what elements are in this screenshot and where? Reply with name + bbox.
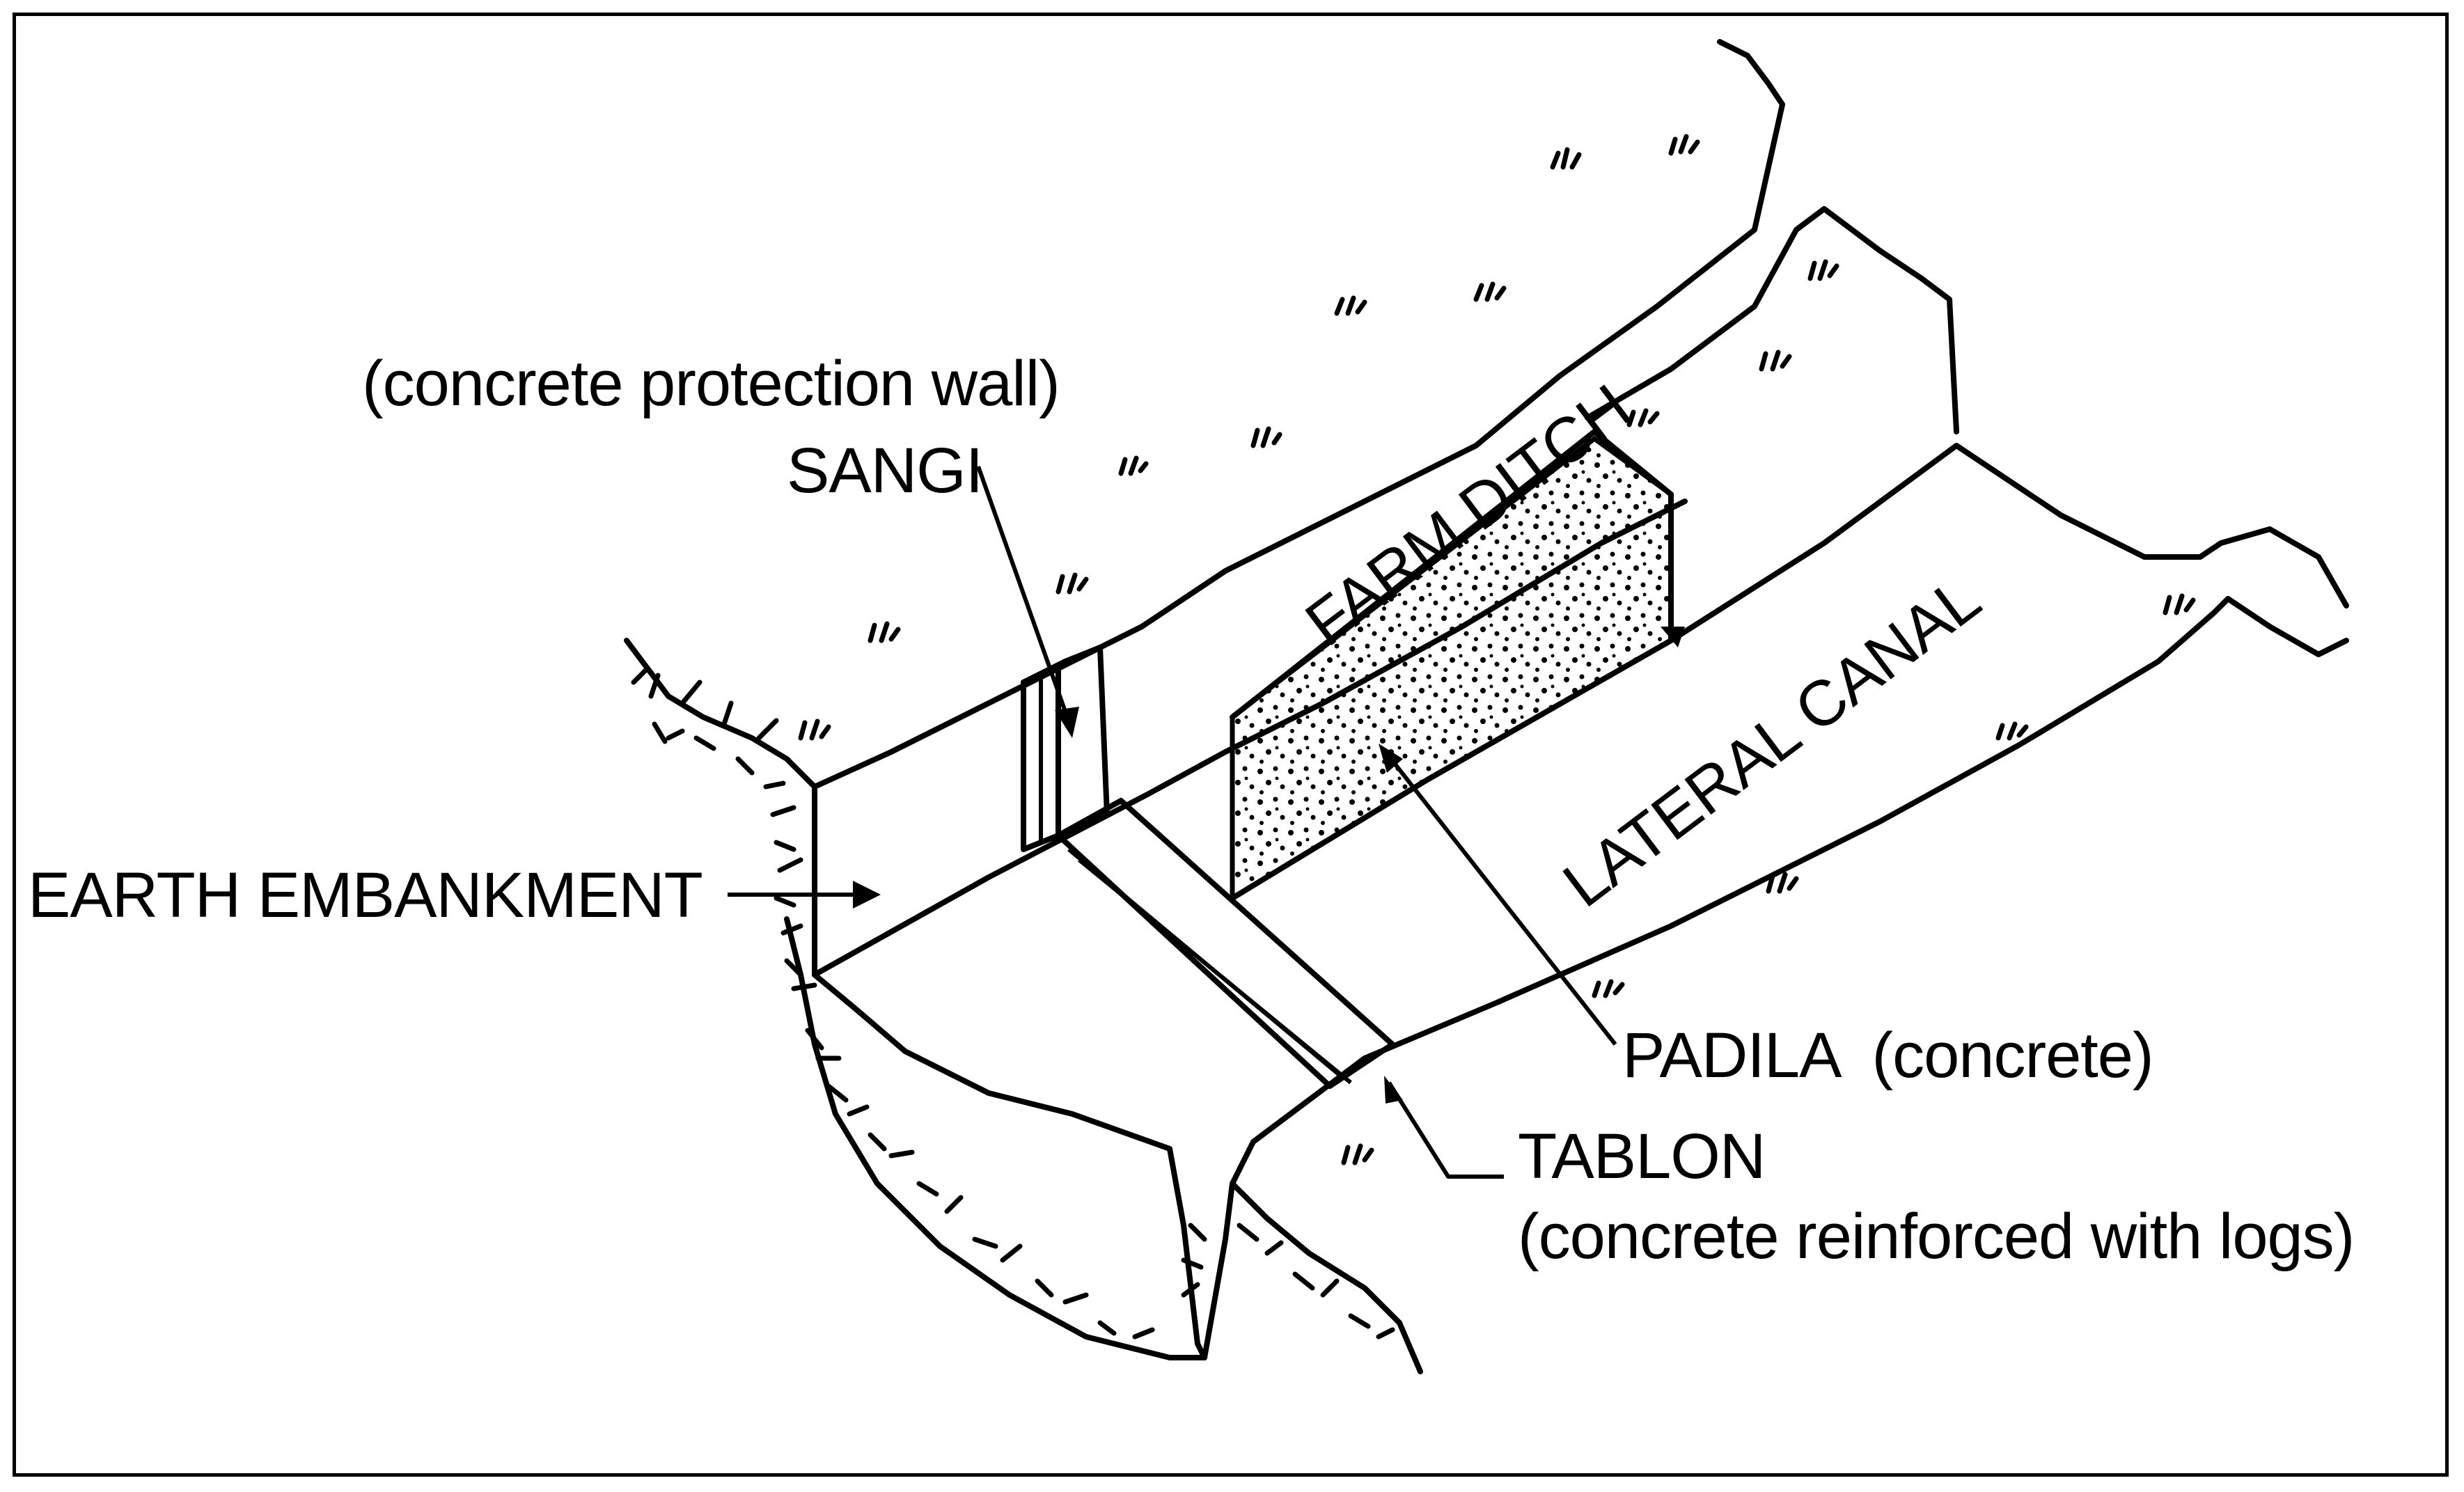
middle-wall-right-ext bbox=[1668, 443, 1959, 643]
canal-direction-arrowhead bbox=[1661, 627, 1685, 647]
tablon-plank-inner2 bbox=[1078, 858, 1352, 1085]
canal-bank-right bbox=[2225, 596, 2349, 657]
middle-wall-top bbox=[1585, 206, 1959, 434]
protection-wall-label: (concrete protection wall) bbox=[362, 348, 1060, 419]
left-cut-hatching bbox=[631, 666, 1395, 1340]
ditch-end-left bbox=[1202, 1181, 1235, 1360]
sangi-arrow-line bbox=[976, 465, 1074, 732]
ditch-end-right bbox=[1230, 1181, 1423, 1374]
earth-embankment-label: EARTH EMBANKMENT bbox=[28, 860, 703, 931]
canal-near-edge bbox=[1362, 596, 2231, 1061]
sangi-label: SANGI bbox=[787, 435, 983, 506]
tablon-plank-outline bbox=[1056, 798, 1395, 1089]
far-bank-rough-top bbox=[1717, 39, 1785, 107]
front-bank-bottom bbox=[812, 972, 1207, 1360]
sangi-post-face bbox=[1056, 645, 1110, 838]
tablon-arrowhead bbox=[1384, 1076, 1403, 1104]
leader-arrows bbox=[728, 465, 1685, 1179]
sangi-arrowhead bbox=[1055, 707, 1079, 738]
front-bank-left-rough bbox=[624, 638, 817, 790]
padila-label: PADILA (concrete) bbox=[1622, 1020, 2154, 1091]
far-bank-top-edge bbox=[812, 102, 1785, 790]
front-bank-cut bbox=[784, 916, 1207, 1360]
tablon-arrow-line bbox=[1387, 1081, 1504, 1179]
tablon-label: TABLON bbox=[1518, 1121, 1766, 1192]
earth-embankment-arrowhead bbox=[853, 881, 881, 909]
tablon-note-label: (concrete reinforced with logs) bbox=[1518, 1201, 2355, 1272]
grass-tufts bbox=[798, 134, 2196, 1165]
canal-far-edge bbox=[1954, 443, 2349, 608]
sangi-post-top bbox=[1021, 645, 1103, 685]
padila-arrowhead bbox=[1379, 744, 1403, 773]
padila-arrow-line bbox=[1383, 751, 1617, 1046]
